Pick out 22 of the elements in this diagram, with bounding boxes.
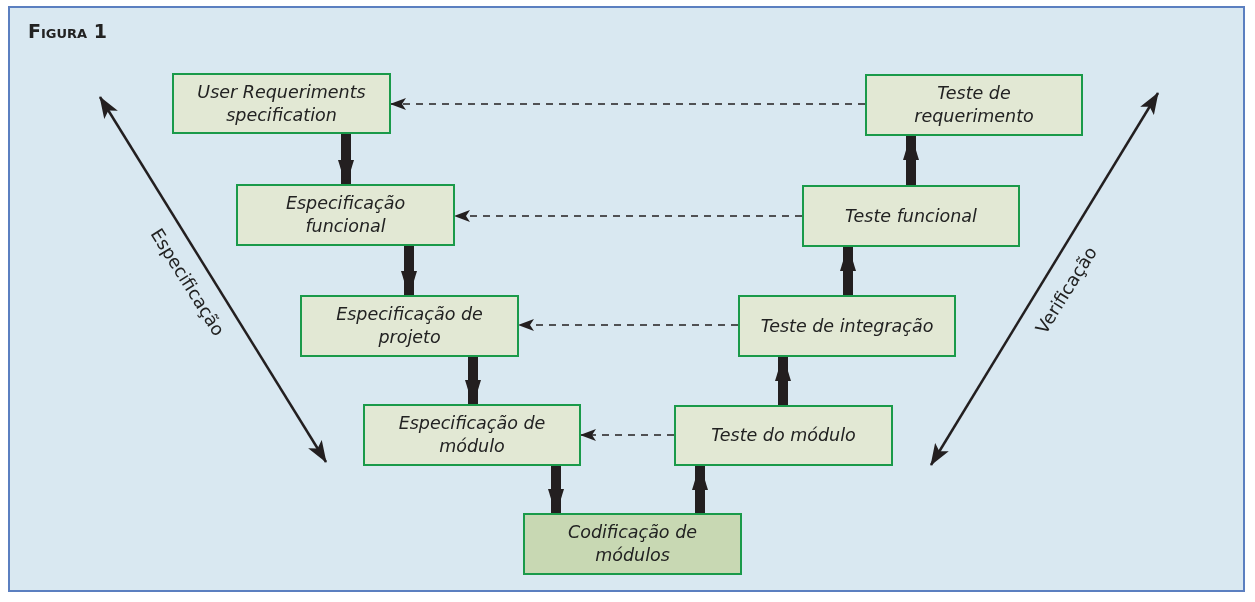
arrow [338,134,354,186]
process-box: Teste funcional [802,185,1020,247]
process-box: Teste do módulo [674,405,893,466]
dashed-arrow [454,210,803,222]
arrow [401,246,417,297]
dashed-arrow [518,319,739,331]
arrow [840,245,856,295]
arrow [465,357,481,406]
process-box: Especificação de projeto [300,295,519,357]
arrow [775,355,791,405]
dashed-arrow [580,429,675,441]
process-box: Teste de integração [738,295,956,357]
process-box: User Requeriments specification [172,73,391,134]
arrow [692,464,708,513]
arrow [903,134,919,185]
process-box: Teste de requerimento [865,74,1083,136]
process-box: Especificação de módulo [363,404,581,466]
process-box: Codificação de módulos [523,513,742,575]
dashed-arrow [390,98,866,110]
process-box: Especificação funcional [236,184,455,246]
arrow [548,466,564,515]
figure-title: Figura 1 [28,20,107,42]
